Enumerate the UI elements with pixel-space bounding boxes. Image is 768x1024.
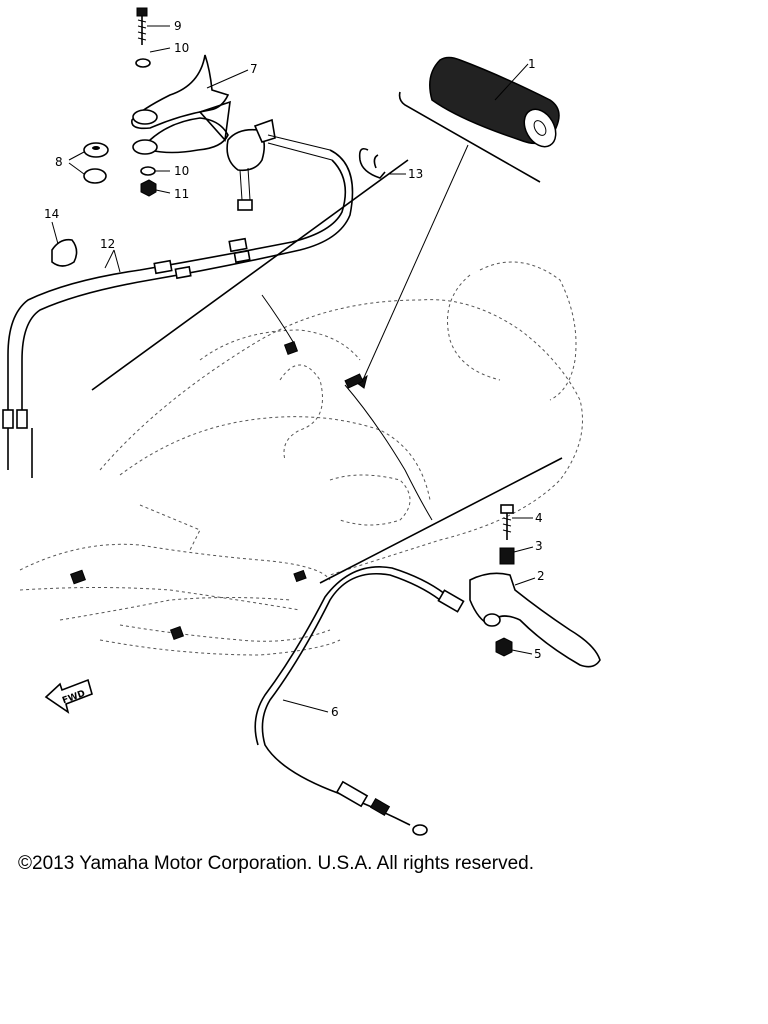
callout-7: 7 [250, 62, 258, 76]
cable-part-12 [2, 149, 354, 478]
callout-5: 5 [534, 647, 542, 661]
bolt-part-9 [136, 7, 170, 45]
parts-diagram: FWD 9 10 7 1 8 10 11 13 14 12 4 3 2 5 6 [2, 7, 601, 836]
callout-2: 2 [537, 569, 545, 583]
collar-part-3 [499, 546, 534, 565]
callout-14: 14 [44, 207, 59, 221]
callout-8: 8 [55, 155, 63, 169]
callout-13: 13 [408, 167, 423, 181]
bracket-part [131, 54, 249, 155]
callout-10-lower: 10 [174, 164, 189, 178]
nut-part-5 [495, 637, 533, 657]
callout-4: 4 [535, 511, 543, 525]
clamp-part-14 [51, 221, 78, 267]
callout-10-top: 10 [174, 41, 189, 55]
washer-part-10-lower [140, 166, 170, 176]
brake-cable-part-6 [254, 566, 465, 836]
lever-part-2 [469, 572, 601, 668]
grommet-part-8 [68, 142, 109, 184]
callout-9: 9 [174, 19, 182, 33]
throttle-housing [226, 118, 333, 211]
callout-12: 12 [100, 237, 115, 251]
divider-lines [91, 91, 563, 584]
callout-11: 11 [174, 187, 189, 201]
nut-part-11 [140, 179, 171, 197]
snowmobile-body-outline [19, 261, 583, 656]
callout-6: 6 [331, 705, 339, 719]
grip-part [429, 56, 560, 148]
bolt-part-4 [500, 504, 533, 540]
washer-part-10 [135, 47, 171, 68]
copyright-notice: ©2013 Yamaha Motor Corporation. U.S.A. A… [18, 853, 534, 874]
callout-3: 3 [535, 539, 543, 553]
fwd-arrow-icon: FWD [44, 678, 93, 714]
clip-part-13 [358, 147, 406, 179]
callout-1: 1 [528, 57, 536, 71]
